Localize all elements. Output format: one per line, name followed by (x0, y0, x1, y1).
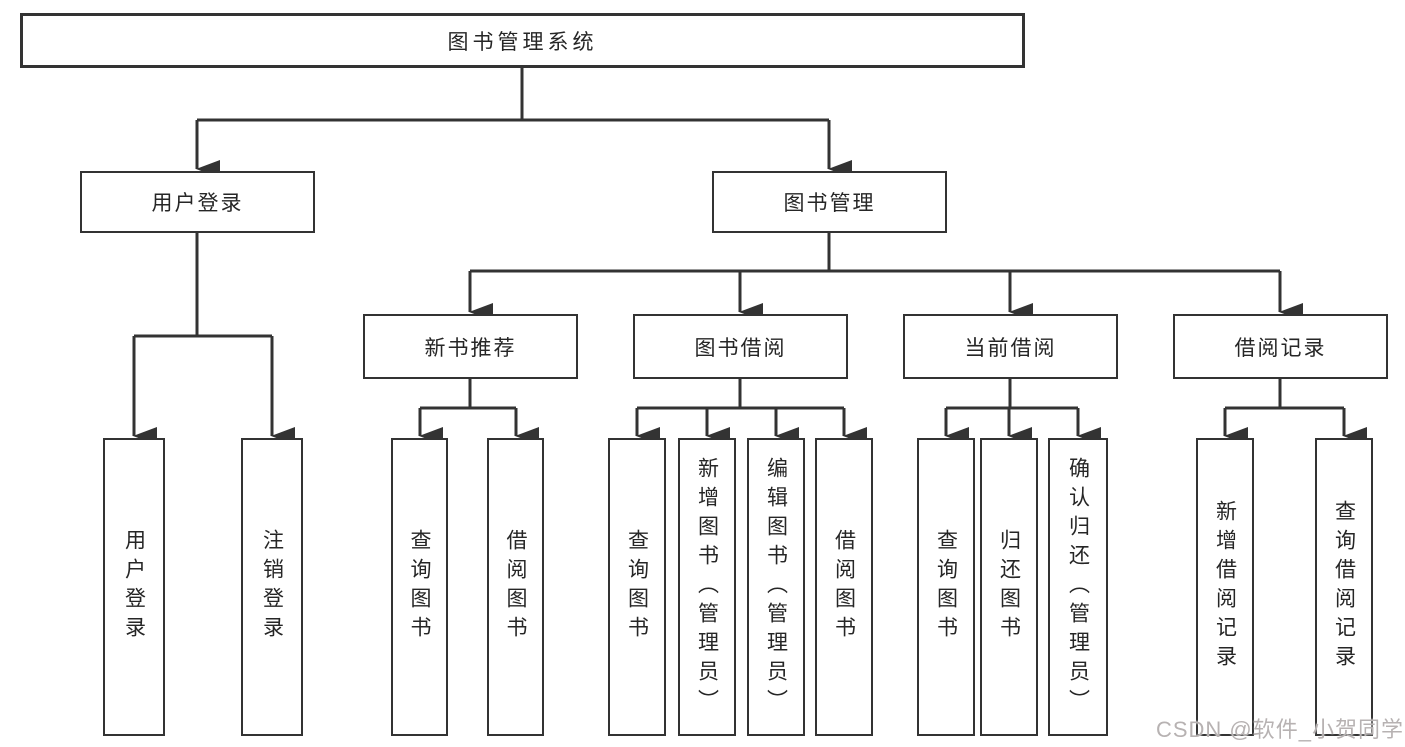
leaf-label: 归还图书 (997, 529, 1021, 645)
leaf-label: 借阅图书 (832, 529, 856, 645)
leaf-confirm-return-admin: 确认归还（管理员） (1048, 438, 1108, 736)
leaf-edit-books-admin: 编辑图书（管理员） (747, 438, 805, 736)
leaf-query-borrow-record: 查询借阅记录 (1315, 438, 1373, 736)
leaf-logout-login: 注销登录 (241, 438, 303, 736)
leaf-add-books-admin: 新增图书（管理员） (678, 438, 736, 736)
leaf-add-borrow-record: 新增借阅记录 (1196, 438, 1254, 736)
leaf-borrow-books: 借阅图书 (487, 438, 544, 736)
leaf-query-books: 查询图书 (391, 438, 448, 736)
node-user-login: 用户登录 (80, 171, 315, 233)
node-book-borrowing: 图书借阅 (633, 314, 848, 379)
leaf-label: 查询图书 (625, 529, 649, 645)
leaf-label: 注销登录 (260, 529, 284, 645)
leaf-label: 查询图书 (408, 529, 431, 645)
leaf-label: 编辑图书（管理员） (764, 456, 788, 718)
leaf-borrow-books: 借阅图书 (815, 438, 873, 736)
leaf-return-books: 归还图书 (980, 438, 1038, 736)
leaf-label: 查询借阅记录 (1332, 500, 1356, 674)
leaf-query-books: 查询图书 (608, 438, 666, 736)
leaf-user-login: 用户登录 (103, 438, 165, 736)
leaf-label: 新增借阅记录 (1213, 500, 1237, 674)
leaf-label: 查询图书 (934, 529, 958, 645)
leaf-query-books: 查询图书 (917, 438, 975, 736)
node-current-borrowing: 当前借阅 (903, 314, 1118, 379)
leaf-label: 确认归还（管理员） (1066, 456, 1090, 718)
node-book-management: 图书管理 (712, 171, 947, 233)
leaf-label: 用户登录 (122, 529, 146, 645)
leaf-label: 新增图书（管理员） (695, 456, 719, 718)
node-borrowing-records: 借阅记录 (1173, 314, 1388, 379)
node-library-management-system: 图书管理系统 (20, 13, 1025, 68)
leaf-label: 借阅图书 (504, 529, 527, 645)
watermark: CSDN @软件_小贺同学 (1155, 717, 1404, 742)
node-new-book-recommendation: 新书推荐 (363, 314, 578, 379)
